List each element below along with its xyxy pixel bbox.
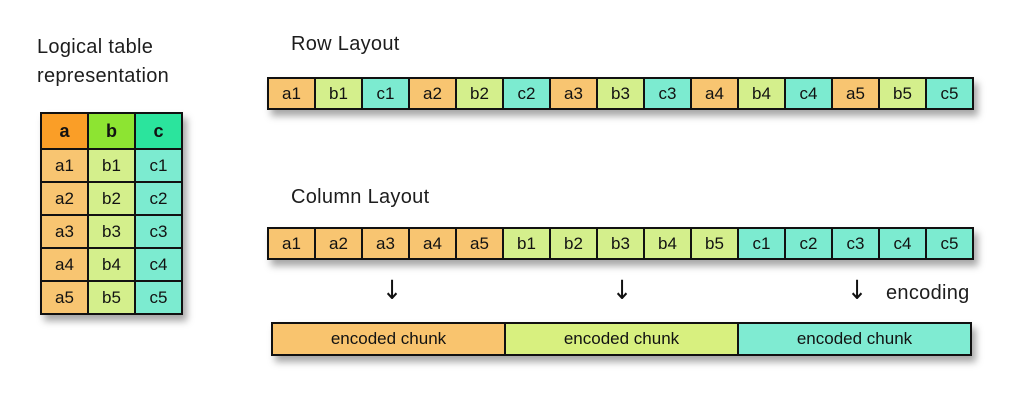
logical-table: a b c a1 b1 c1 a2 b2 c2 a3 b3 c3 a4 b4 c… (40, 112, 183, 315)
table-cell: c5 (136, 282, 181, 313)
column-strip-cell: a2 (316, 229, 361, 258)
encoded-chunk: encoded chunk (273, 324, 504, 354)
down-arrow-icon: ↓ (612, 274, 633, 306)
column-strip-cell: b2 (551, 229, 596, 258)
column-strip-cell: c4 (880, 229, 925, 258)
table-cell: a1 (42, 150, 87, 181)
column-strip-cell: c3 (833, 229, 878, 258)
column-strip-cell: b1 (504, 229, 549, 258)
table-cell: a4 (42, 249, 87, 280)
table-cell: c3 (136, 216, 181, 247)
down-arrow-icon: ↓ (847, 274, 868, 306)
column-strip-cell: a5 (457, 229, 502, 258)
row-strip-cell: c3 (645, 79, 690, 108)
column-layout-strip: a1 a2 a3 a4 a5 b1 b2 b3 b4 b5 c1 c2 c3 c… (267, 227, 974, 260)
table-header-cell: a (42, 114, 87, 148)
table-cell: b1 (89, 150, 134, 181)
encoded-chunk-bar: encoded chunk encoded chunk encoded chun… (271, 322, 972, 356)
logical-table-title-line1: Logical table (37, 36, 154, 58)
row-strip-cell: c2 (504, 79, 549, 108)
encoded-chunk: encoded chunk (739, 324, 970, 354)
table-cell: c1 (136, 150, 181, 181)
column-strip-cell: b5 (692, 229, 737, 258)
table-cell: a2 (42, 183, 87, 214)
table-cell: b3 (89, 216, 134, 247)
column-strip-cell: c1 (739, 229, 784, 258)
table-cell: a3 (42, 216, 87, 247)
column-layout-title: Column Layout (291, 186, 430, 208)
table-cell: c2 (136, 183, 181, 214)
column-strip-cell: c2 (786, 229, 831, 258)
row-strip-cell: a2 (410, 79, 455, 108)
column-strip-cell: b4 (645, 229, 690, 258)
row-strip-cell: a4 (692, 79, 737, 108)
down-arrow-icon: ↓ (382, 274, 403, 306)
column-strip-cell: c5 (927, 229, 972, 258)
row-strip-cell: c5 (927, 79, 972, 108)
table-cell: b5 (89, 282, 134, 313)
row-strip-cell: c4 (786, 79, 831, 108)
table-cell: a5 (42, 282, 87, 313)
row-strip-cell: a1 (269, 79, 314, 108)
row-strip-cell: b1 (316, 79, 361, 108)
row-strip-cell: a3 (551, 79, 596, 108)
row-layout-strip: a1 b1 c1 a2 b2 c2 a3 b3 c3 a4 b4 c4 a5 b… (267, 77, 974, 110)
row-strip-cell: b5 (880, 79, 925, 108)
row-layout-title: Row Layout (291, 33, 400, 55)
table-cell: b2 (89, 183, 134, 214)
row-strip-cell: a5 (833, 79, 878, 108)
encoded-chunk: encoded chunk (506, 324, 737, 354)
column-strip-cell: a1 (269, 229, 314, 258)
row-strip-cell: b4 (739, 79, 784, 108)
logical-table-title: Logical table representation (37, 33, 169, 91)
table-cell: c4 (136, 249, 181, 280)
column-strip-cell: a4 (410, 229, 455, 258)
table-header-cell: b (89, 114, 134, 148)
encoding-label: encoding (886, 282, 970, 304)
logical-table-title-line2: representation (37, 65, 170, 87)
column-strip-cell: b3 (598, 229, 643, 258)
table-header-cell: c (136, 114, 181, 148)
column-strip-cell: a3 (363, 229, 408, 258)
table-cell: b4 (89, 249, 134, 280)
row-strip-cell: c1 (363, 79, 408, 108)
row-strip-cell: b2 (457, 79, 502, 108)
row-strip-cell: b3 (598, 79, 643, 108)
